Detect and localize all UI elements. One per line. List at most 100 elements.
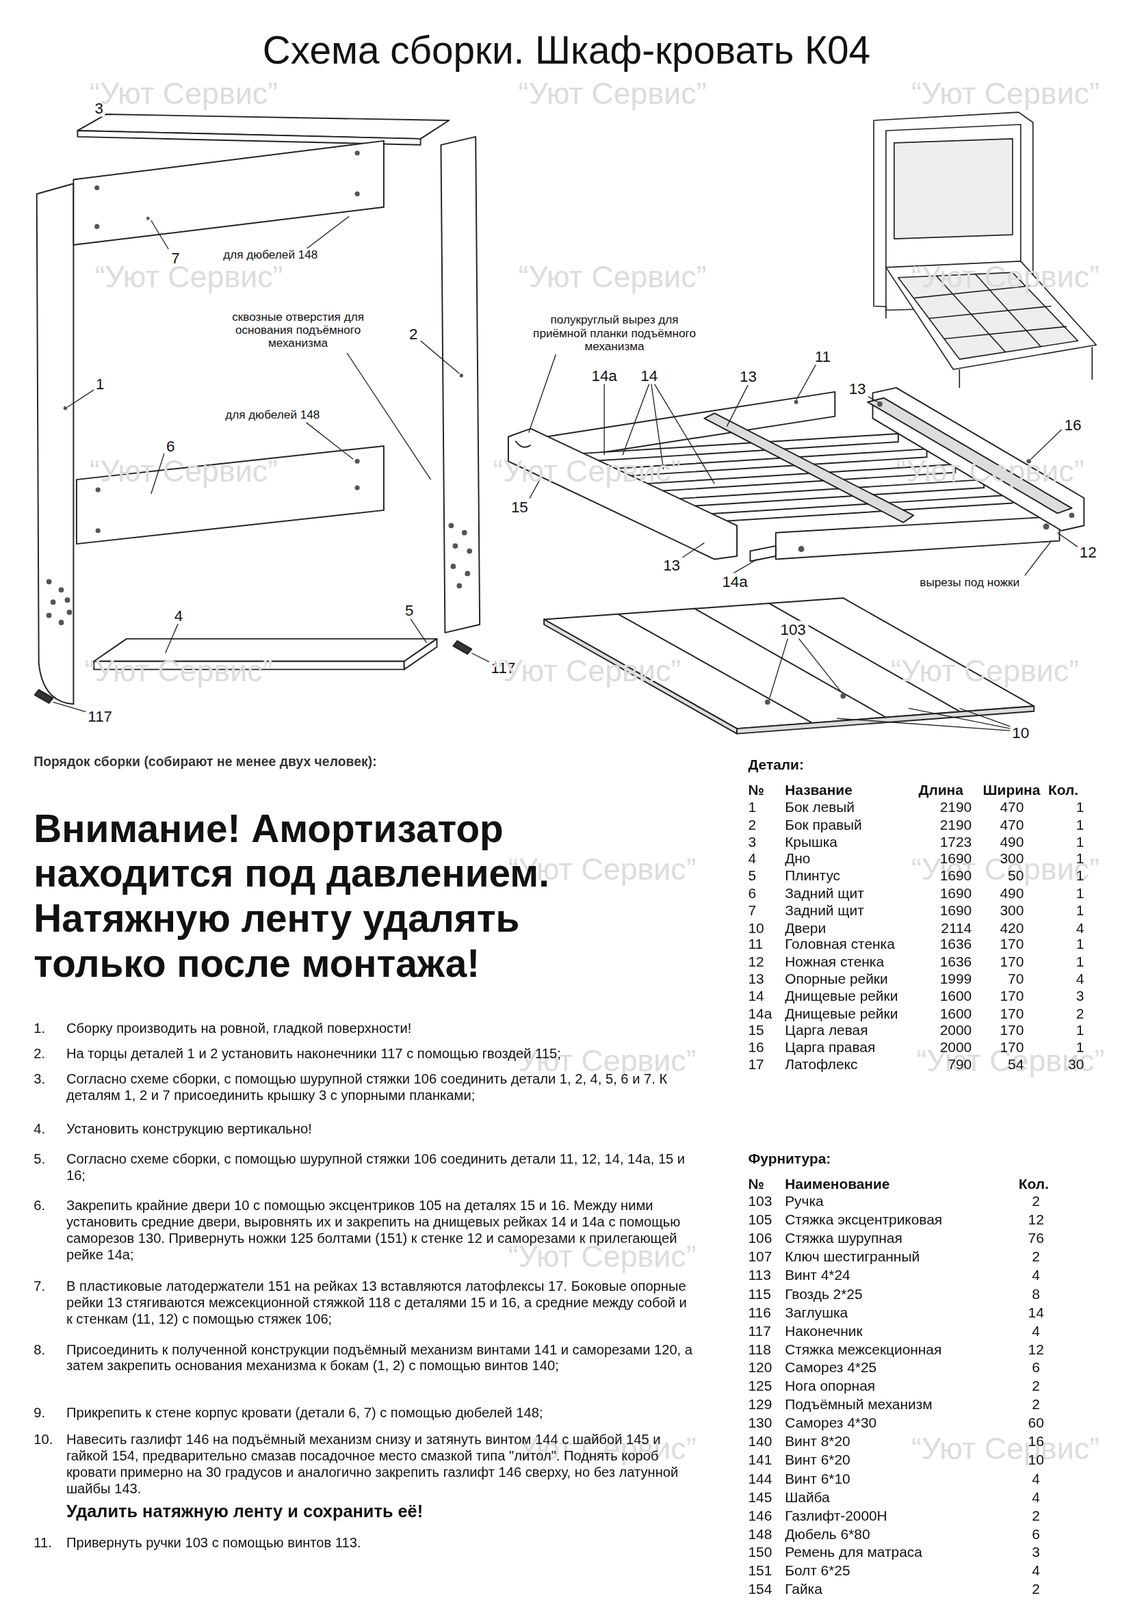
callout-number: 13 [847, 380, 869, 399]
watermark: “Уют Сервис” [94, 260, 283, 295]
table-cell: Задний щит [784, 901, 865, 919]
page-title: Схема сборки. Шкаф-кровать К04 [262, 28, 871, 74]
table-cell: 1 [1076, 799, 1085, 816]
table-cell: Стяжка эксцентриковая [784, 1211, 943, 1229]
table-cell: 1636 [940, 936, 972, 954]
table-cell: 115 [747, 1285, 771, 1303]
table-cell: Винт 6*20 [784, 1451, 850, 1469]
instruction-emphasis: Удалить натяжную ленту и сохранить её! [66, 1502, 423, 1523]
callout-number: 13 [660, 556, 683, 575]
watermark: “Уют Сервис” [84, 654, 273, 689]
table-cell: Бок правый [784, 816, 863, 833]
table-cell: 118 [747, 1341, 771, 1358]
instruction-text: В пластиковые латодержатели 151 на рейка… [66, 1278, 694, 1329]
step-number: 10. [33, 1432, 53, 1448]
table-cell: 129 [747, 1396, 772, 1413]
table-cell: 470 [999, 816, 1024, 833]
instruction-text: Согласно схеме сборки, с помощью шурупно… [66, 1151, 694, 1185]
table-cell: 2 [1031, 1581, 1040, 1598]
table-cell: Винт 4*24 [784, 1267, 850, 1284]
section-heading: Порядок сборки (собирают не менее двух ч… [33, 755, 377, 771]
table-cell: Латофлекс [784, 1056, 858, 1073]
table-cell: 1723 [940, 833, 972, 850]
table-cell: Царга правая [784, 1039, 876, 1056]
table-cell: 17 [747, 1056, 764, 1073]
table-cell: 120 [747, 1359, 772, 1376]
step-number: 8. [33, 1342, 46, 1359]
table-header: Кол. [1048, 782, 1079, 799]
instruction-text: Привернуть ручки 103 с помощью винтов 11… [66, 1535, 694, 1552]
table-cell: 2 [747, 816, 757, 833]
watermark: “Уют Сервис” [896, 453, 1085, 489]
callout-number: 4 [172, 606, 185, 625]
callout-note: для дюбелей 148 [221, 248, 320, 263]
watermark: “Уют Сервис” [89, 76, 278, 112]
table-cell: 1 [1076, 1022, 1085, 1039]
callout-number: 10 [1009, 723, 1032, 742]
callout-number: 14а [719, 572, 750, 591]
table-cell: 2190 [940, 799, 972, 816]
watermark: “Уют Сервис” [518, 76, 707, 112]
table-cell: 113 [747, 1267, 771, 1284]
table-header: Ширина [983, 782, 1041, 799]
table-cell: 4 [747, 850, 757, 867]
table-cell: Заглушка [784, 1304, 848, 1321]
table-cell: Ручка [784, 1193, 824, 1210]
table-header: № [747, 782, 764, 799]
table-cell: Винт 6*10 [784, 1470, 850, 1487]
table-cell: 14 [1028, 1304, 1045, 1321]
table-cell: Головная стенка [784, 936, 895, 954]
watermark: “Уют Сервис” [492, 453, 681, 489]
table-cell: 148 [747, 1525, 772, 1543]
table-cell: 790 [947, 1056, 972, 1073]
table-cell: 170 [999, 1022, 1024, 1039]
table-cell: 54 [1007, 1056, 1024, 1073]
table-cell: 170 [999, 1039, 1024, 1056]
table-cell: 2190 [940, 816, 972, 833]
table-cell: 3 [747, 833, 757, 850]
callout-number: 117 [85, 707, 115, 726]
table-cell: 1 [1076, 936, 1085, 954]
table-cell: 2000 [940, 1039, 972, 1056]
step-number: 11. [33, 1535, 52, 1552]
callout-number: 15 [509, 498, 531, 517]
instruction-text: На торцы деталей 1 и 2 установить наконе… [66, 1046, 694, 1063]
callout-number: 11 [812, 347, 833, 366]
table-cell: 1 [1076, 833, 1085, 850]
table-cell: Двери [784, 919, 826, 936]
table-cell: 8 [1031, 1285, 1040, 1303]
table-cell: 1 [1076, 850, 1085, 867]
instruction-text: Согласно схеме сборки, с помощью шурупно… [66, 1071, 694, 1105]
step-number: 4. [33, 1121, 46, 1138]
table-cell: 420 [999, 919, 1024, 936]
watermark: “Уют Сервис” [911, 1432, 1100, 1467]
table-cell: 140 [747, 1433, 772, 1450]
watermark: “Уют Сервис” [518, 260, 707, 295]
table-cell: 2 [1076, 1005, 1085, 1022]
callout-number: 12 [1077, 543, 1099, 562]
table-cell: 106 [747, 1230, 772, 1247]
table-cell: 130 [747, 1414, 772, 1432]
table-cell: Крышка [784, 833, 838, 850]
table-cell: 170 [999, 936, 1024, 954]
table-cell: 150 [747, 1544, 772, 1561]
table-cell: 11 [747, 936, 763, 954]
table-header: № [747, 1176, 764, 1193]
step-number: 6. [33, 1198, 46, 1214]
table-cell: Стяжка межсекционная [784, 1341, 942, 1358]
table-cell: 4 [1031, 1322, 1040, 1339]
watermark: “Уют Сервис” [492, 654, 681, 689]
callout-note: сквозные отверстия для основания подъёмн… [214, 310, 382, 351]
table-cell: 4 [1076, 970, 1085, 988]
instruction-text: Сборку производить на ровной, гладкой по… [66, 1020, 694, 1038]
instruction-text: Присоединить к полученной конструкции по… [66, 1342, 694, 1376]
table-cell: 117 [747, 1322, 771, 1339]
table-cell: 1690 [940, 884, 972, 902]
table-cell: 4 [1031, 1267, 1040, 1284]
table-cell: 50 [1007, 867, 1024, 884]
callout-number: 13 [737, 368, 759, 386]
table-cell: 1636 [940, 953, 972, 971]
table-cell: 4 [1031, 1562, 1040, 1580]
table-cell: 2 [1031, 1193, 1040, 1210]
table-cell: 2 [1031, 1396, 1040, 1413]
